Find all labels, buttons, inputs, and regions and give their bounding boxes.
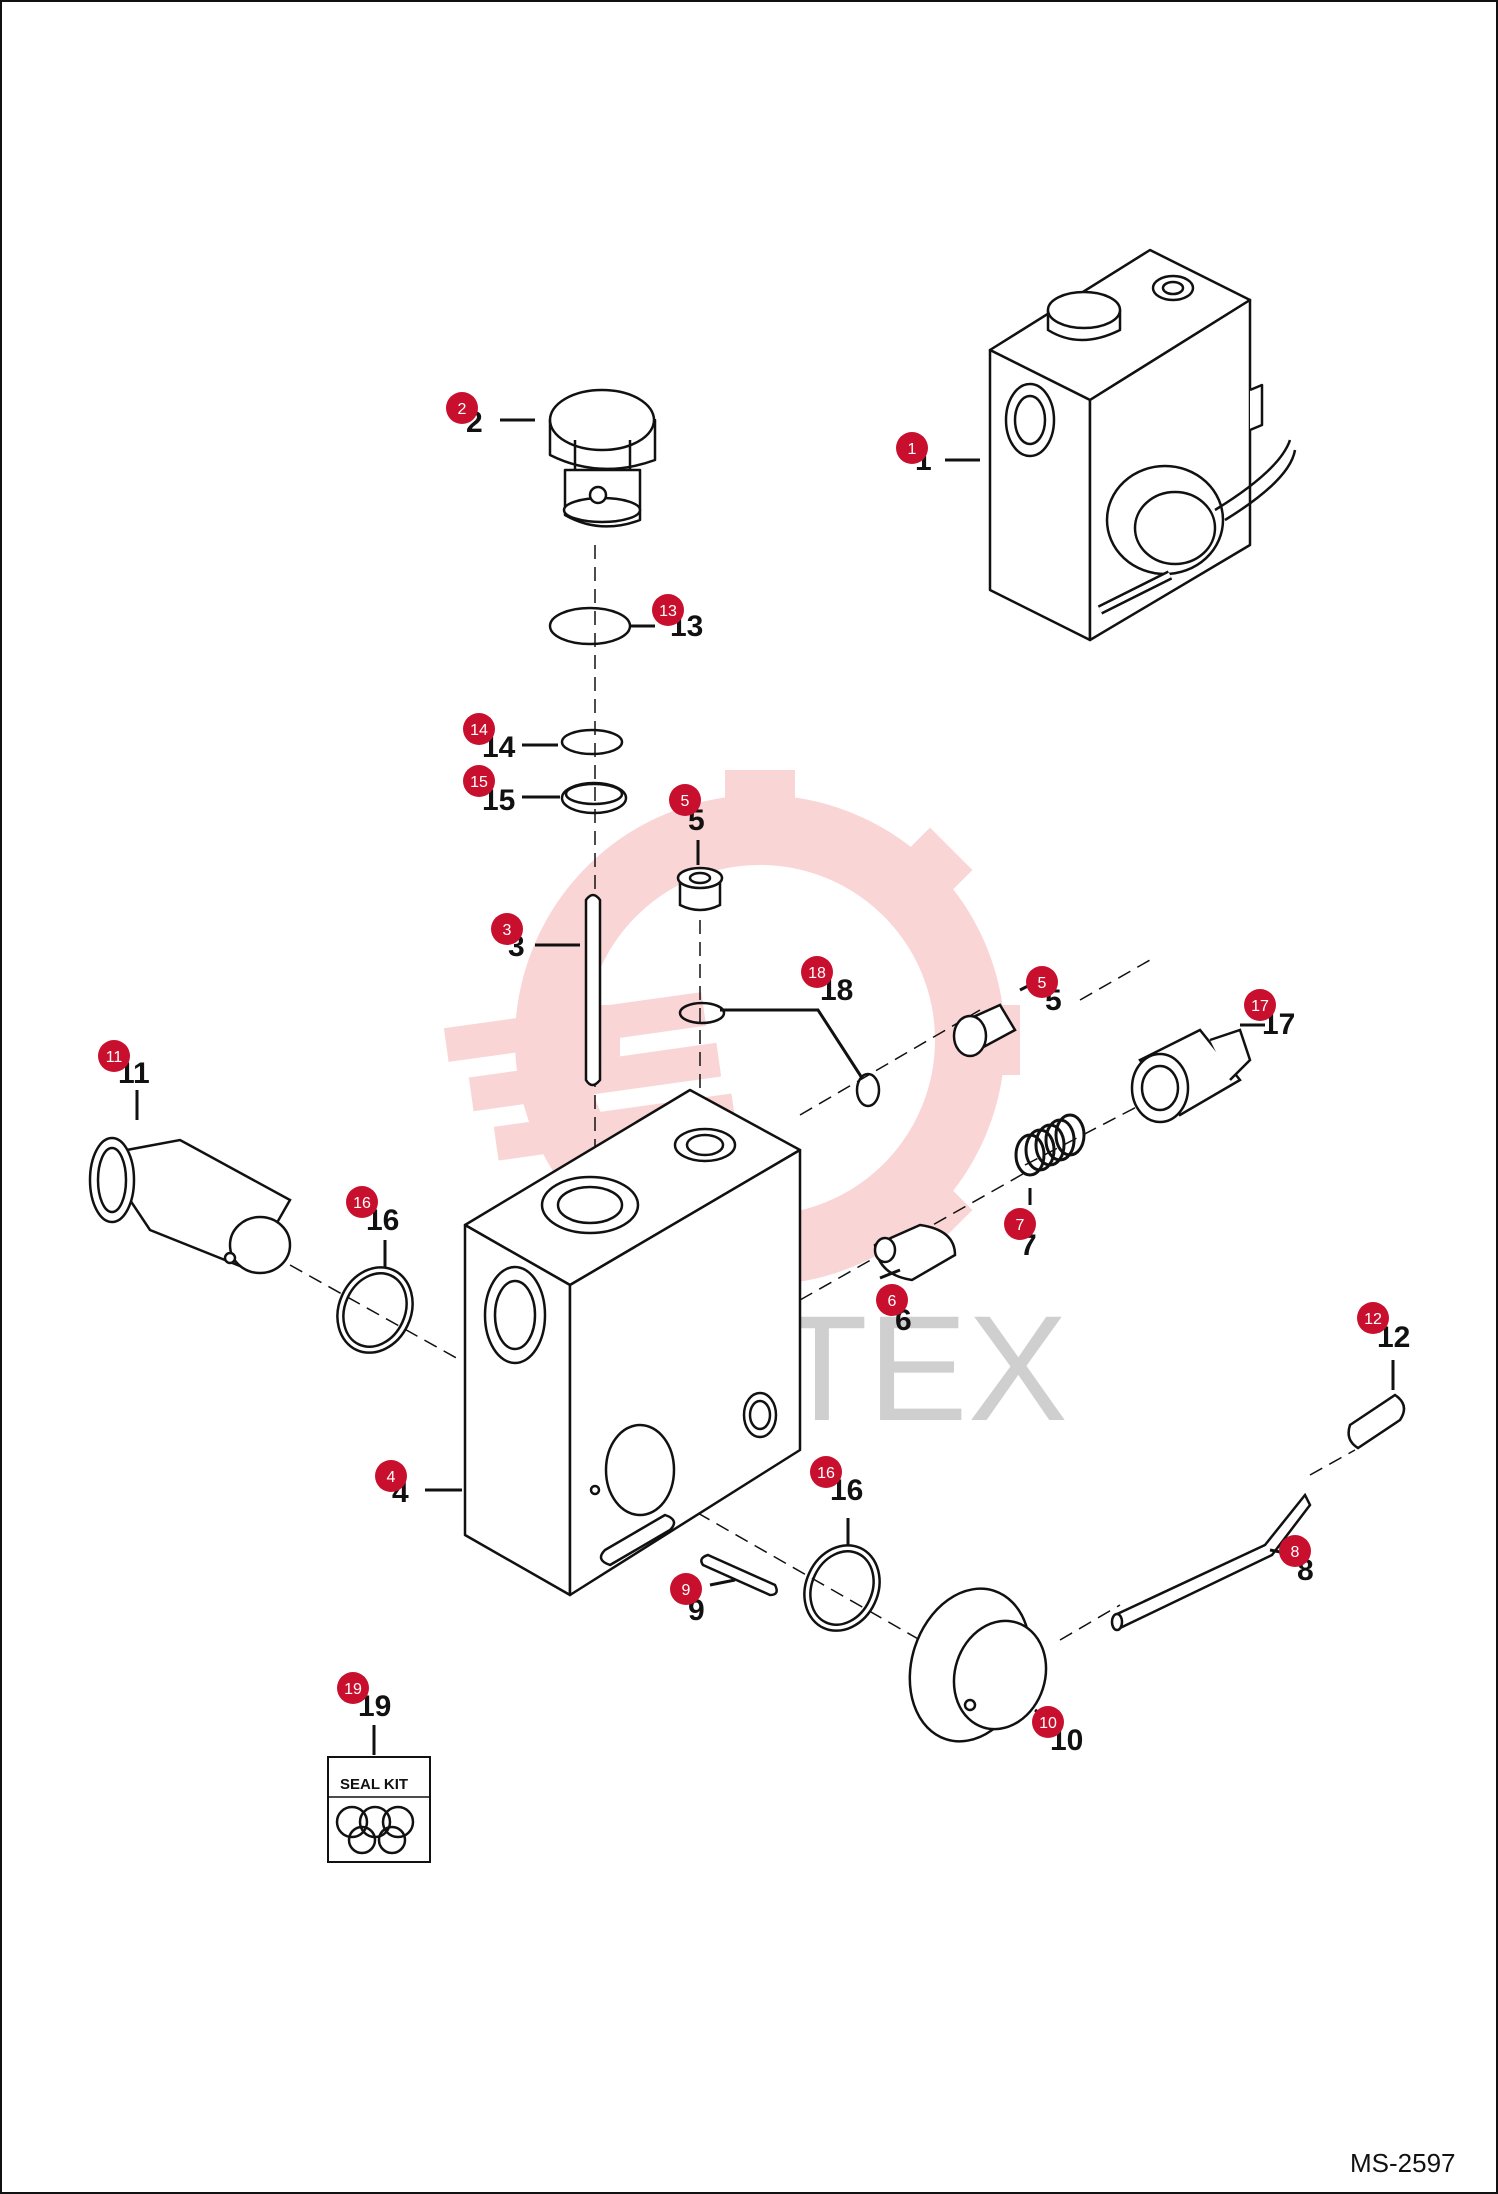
badge-9	[670, 1573, 702, 1605]
callout-17[interactable]: 17 17	[1244, 989, 1295, 1041]
callout-19[interactable]: 19 19	[337, 1672, 391, 1723]
badge-8	[1279, 1535, 1311, 1567]
badge-text-3: 3	[503, 922, 512, 939]
part-6-poppet	[873, 1223, 957, 1282]
badge-text-16-left: 16	[353, 1195, 371, 1212]
badge-text-18: 18	[808, 965, 826, 982]
part-13-oring	[548, 606, 632, 646]
badge-text-17: 17	[1251, 998, 1269, 1015]
badge-text-19: 19	[344, 1681, 362, 1698]
callout-9[interactable]: 9 9	[670, 1573, 705, 1627]
badge-text-10: 10	[1039, 1715, 1057, 1732]
badge-text-5-right: 5	[1038, 975, 1047, 992]
callout-14[interactable]: 14 14	[463, 713, 516, 764]
part-16-oring-left	[336, 1266, 414, 1354]
part-17-fitting	[1130, 1028, 1252, 1124]
callout-11[interactable]: 11 11	[98, 1040, 150, 1090]
part-10-knob	[908, 1587, 1048, 1743]
badge-1	[896, 432, 928, 464]
callout-16-left[interactable]: 16 16	[346, 1186, 399, 1237]
badge-12	[1357, 1302, 1389, 1334]
badge-text-15: 15	[470, 774, 488, 791]
callout-12[interactable]: 12 12	[1357, 1302, 1410, 1354]
seal-kit-label: SEAL KIT	[340, 1776, 408, 1793]
part-4-valve-body	[463, 1088, 802, 1597]
badge-text-7: 7	[1016, 1217, 1025, 1234]
badge-14	[463, 713, 495, 745]
part-5-plug-right	[952, 1003, 1017, 1058]
callout-10[interactable]: 10 10	[1032, 1706, 1083, 1757]
badge-text-9: 9	[682, 1582, 691, 1599]
part-18-oring	[678, 1001, 881, 1108]
part-3-pin	[584, 893, 602, 1087]
badge-6	[876, 1284, 908, 1316]
part-14-oring	[560, 728, 624, 756]
part-5-plug-upper	[676, 866, 724, 912]
badge-text-8: 8	[1291, 1544, 1300, 1561]
part-19-seal-kit: SEAL KIT	[327, 1756, 431, 1863]
callout-16-right[interactable]: 16 16	[810, 1456, 863, 1507]
part-15-backup-ring	[560, 781, 628, 815]
badge-text-2: 2	[458, 401, 467, 418]
badge-text-4: 4	[387, 1469, 396, 1486]
badge-text-1: 1	[908, 441, 917, 458]
diagram-code: MS-2597	[1350, 2148, 1456, 2178]
callout-8[interactable]: 8 8	[1279, 1535, 1314, 1587]
callout-5-right[interactable]: 5 5	[1026, 966, 1062, 1017]
callout-5-upper[interactable]: 5 5	[669, 784, 705, 837]
badge-18	[801, 956, 833, 988]
badge-10	[1032, 1706, 1064, 1738]
badge-text-11: 11	[106, 1049, 123, 1066]
badge-11	[98, 1040, 130, 1072]
part-9-pin	[700, 1553, 778, 1597]
callout-2[interactable]: 2 2	[446, 392, 483, 439]
callout-3[interactable]: 3 3	[491, 913, 525, 963]
badge-7	[1004, 1208, 1036, 1240]
callout-6[interactable]: 6 6	[876, 1284, 912, 1337]
part-2-cartridge	[548, 388, 657, 528]
callout-4[interactable]: 4 4	[375, 1460, 409, 1509]
leader-lines	[135, 418, 1395, 1755]
part-8-rod	[1110, 1492, 1312, 1632]
badge-13	[652, 594, 684, 626]
part-7-spring	[1014, 1113, 1086, 1177]
part-16-oring-right	[803, 1544, 881, 1632]
callout-13[interactable]: 13 13	[652, 594, 703, 643]
badge-16-right	[810, 1456, 842, 1488]
badge-5-upper	[669, 784, 701, 816]
badge-text-16-right: 16	[817, 1465, 835, 1482]
callout-1[interactable]: 1 1	[896, 432, 932, 477]
badge-16-left	[346, 1186, 378, 1218]
part-11-sleeve	[88, 1136, 292, 1275]
part-1-valve-assembly	[988, 248, 1297, 642]
badge-3	[491, 913, 523, 945]
assembly-lines	[289, 545, 1356, 1721]
callout-15[interactable]: 15 15	[463, 765, 515, 817]
badge-text-13: 13	[659, 603, 677, 620]
badge-text-12: 12	[1364, 1311, 1382, 1328]
badge-17	[1244, 989, 1276, 1021]
badge-5-right	[1026, 966, 1058, 998]
callout-18[interactable]: 18 18	[801, 956, 853, 1007]
badge-4	[375, 1460, 407, 1492]
badge-2	[446, 392, 478, 424]
badge-text-5-upper: 5	[681, 793, 690, 810]
callout-7[interactable]: 7 7	[1004, 1208, 1037, 1262]
badge-text-6: 6	[888, 1293, 897, 1310]
badge-15	[463, 765, 495, 797]
badge-19	[337, 1672, 369, 1704]
part-12-cap	[1347, 1393, 1406, 1450]
badge-text-14: 14	[470, 722, 488, 739]
